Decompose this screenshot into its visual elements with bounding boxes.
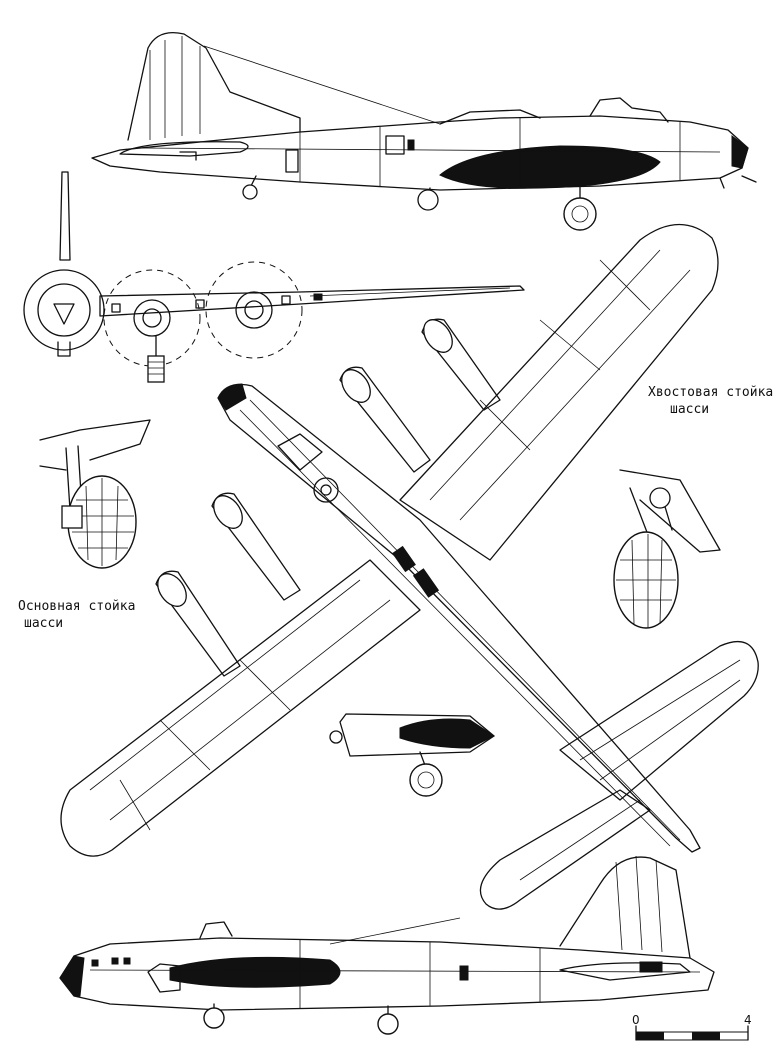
plan-view (60, 223, 759, 910)
side-view-bottom (59, 855, 715, 1035)
scale-end-label: 4 (744, 1013, 752, 1027)
scale-start-label: 0 (632, 1013, 640, 1027)
scale-segment (692, 1032, 720, 1040)
tail-gear-detail (613, 469, 721, 629)
tail-gear-label-line1: Хвостовая стойка (648, 385, 774, 400)
tail-gear-label: Хвостовая стойка шасси (648, 384, 773, 418)
nacelle-gear-detail (329, 713, 495, 797)
side-view-top (91, 31, 757, 231)
tail-gear-label-line2: шасси (670, 402, 710, 417)
main-gear-label-line1: Основная стойка (18, 599, 136, 614)
main-gear-label: Основная стойка шасси (18, 598, 135, 632)
main-gear-detail (39, 419, 151, 569)
scale-bar: 0 4 (632, 1013, 752, 1041)
scale-segment (636, 1032, 664, 1040)
front-view (23, 171, 525, 383)
main-gear-label-line2: шасси (24, 616, 64, 631)
